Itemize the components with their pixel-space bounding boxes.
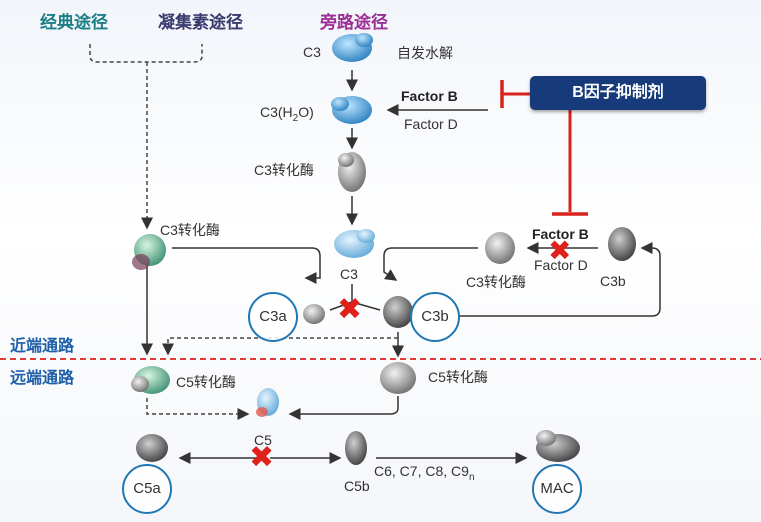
mac-circle: MAC xyxy=(532,464,582,514)
arrow-c3b-loop xyxy=(458,242,661,317)
c3-protein-icon xyxy=(332,33,373,62)
c3h2o-label: C3(H2O) xyxy=(260,104,314,124)
amp-c3-convertase-protein-icon xyxy=(485,232,515,264)
c5b-protein-icon xyxy=(345,431,367,465)
amp-c3b-label: C3b xyxy=(600,273,626,289)
right-c5-convertase-protein-icon xyxy=(380,362,416,394)
factor-b-label: Factor B xyxy=(401,88,458,104)
arrow-split-right xyxy=(351,301,381,311)
classical-c3-convertase-protein-icon xyxy=(132,234,166,270)
c5-cleavage-blocked-icon: ✖ xyxy=(249,440,275,475)
arrow-split-left xyxy=(329,301,353,311)
arrow-right-convertase-to-c5 xyxy=(288,396,399,420)
c5a-protein-icon xyxy=(136,434,168,462)
arrow-amplification-to-c3 xyxy=(383,247,478,281)
dashed-c3b-to-left xyxy=(162,337,398,356)
mac-protein-icon xyxy=(536,430,580,462)
classical-c3-convertase-label: C3转化酶 xyxy=(160,222,220,238)
c3-cleavage-blocked-icon: ✖ xyxy=(337,292,363,327)
mid-c3-label: C3 xyxy=(340,266,358,282)
c3-label: C3 xyxy=(303,44,321,60)
arrow-classical-to-c3 xyxy=(172,247,321,284)
lectin-pathway-header: 凝集素途径 xyxy=(158,13,243,32)
amp-factor-b-label: Factor B xyxy=(532,226,589,242)
dashed-left-convertase-to-c5 xyxy=(146,398,250,420)
c6-c9-label: C6, C7, C8, C9n xyxy=(374,463,475,483)
left-c5-convertase-label: C5转化酶 xyxy=(176,374,236,390)
classical-pathway-header: 经典途径 xyxy=(40,13,108,32)
pathway-bracket xyxy=(89,44,203,63)
c5b-label: C5b xyxy=(344,478,370,494)
left-c5-convertase-protein-icon xyxy=(131,366,170,394)
c3b-circle: C3b xyxy=(410,292,460,342)
factor-d-label: Factor D xyxy=(404,116,458,132)
proximal-pathway-label: 近端通路 xyxy=(10,338,75,355)
amp-c3b-protein-icon xyxy=(608,227,636,261)
c3a-protein-icon xyxy=(303,304,325,324)
c3a-circle: C3a xyxy=(248,292,298,342)
spontaneous-hydrolysis-label: 自发水解 xyxy=(397,45,453,61)
alt-c3-convertase-protein-icon xyxy=(338,152,366,192)
alt-c3-convertase-label: C3转化酶 xyxy=(254,162,314,178)
c5a-circle: C5a xyxy=(122,464,172,514)
amp-factor-d-label: Factor D xyxy=(534,257,588,273)
amp-c3-convertase-label: C3转化酶 xyxy=(466,274,526,290)
c5-protein-icon xyxy=(256,388,279,417)
c3h2o-protein-icon xyxy=(331,96,372,124)
right-c5-convertase-label: C5转化酶 xyxy=(428,369,488,385)
alternative-pathway-header: 旁路途径 xyxy=(320,13,388,32)
factor-b-blocked-icon: ✖ xyxy=(548,234,572,267)
terminal-pathway-label: 远端通路 xyxy=(10,370,75,387)
c3b-protein-icon xyxy=(383,296,413,328)
c5-label: C5 xyxy=(254,432,272,448)
factor-b-inhibitor-box: B因子抑制剂 xyxy=(530,76,706,110)
mid-c3-protein-icon xyxy=(334,229,375,258)
